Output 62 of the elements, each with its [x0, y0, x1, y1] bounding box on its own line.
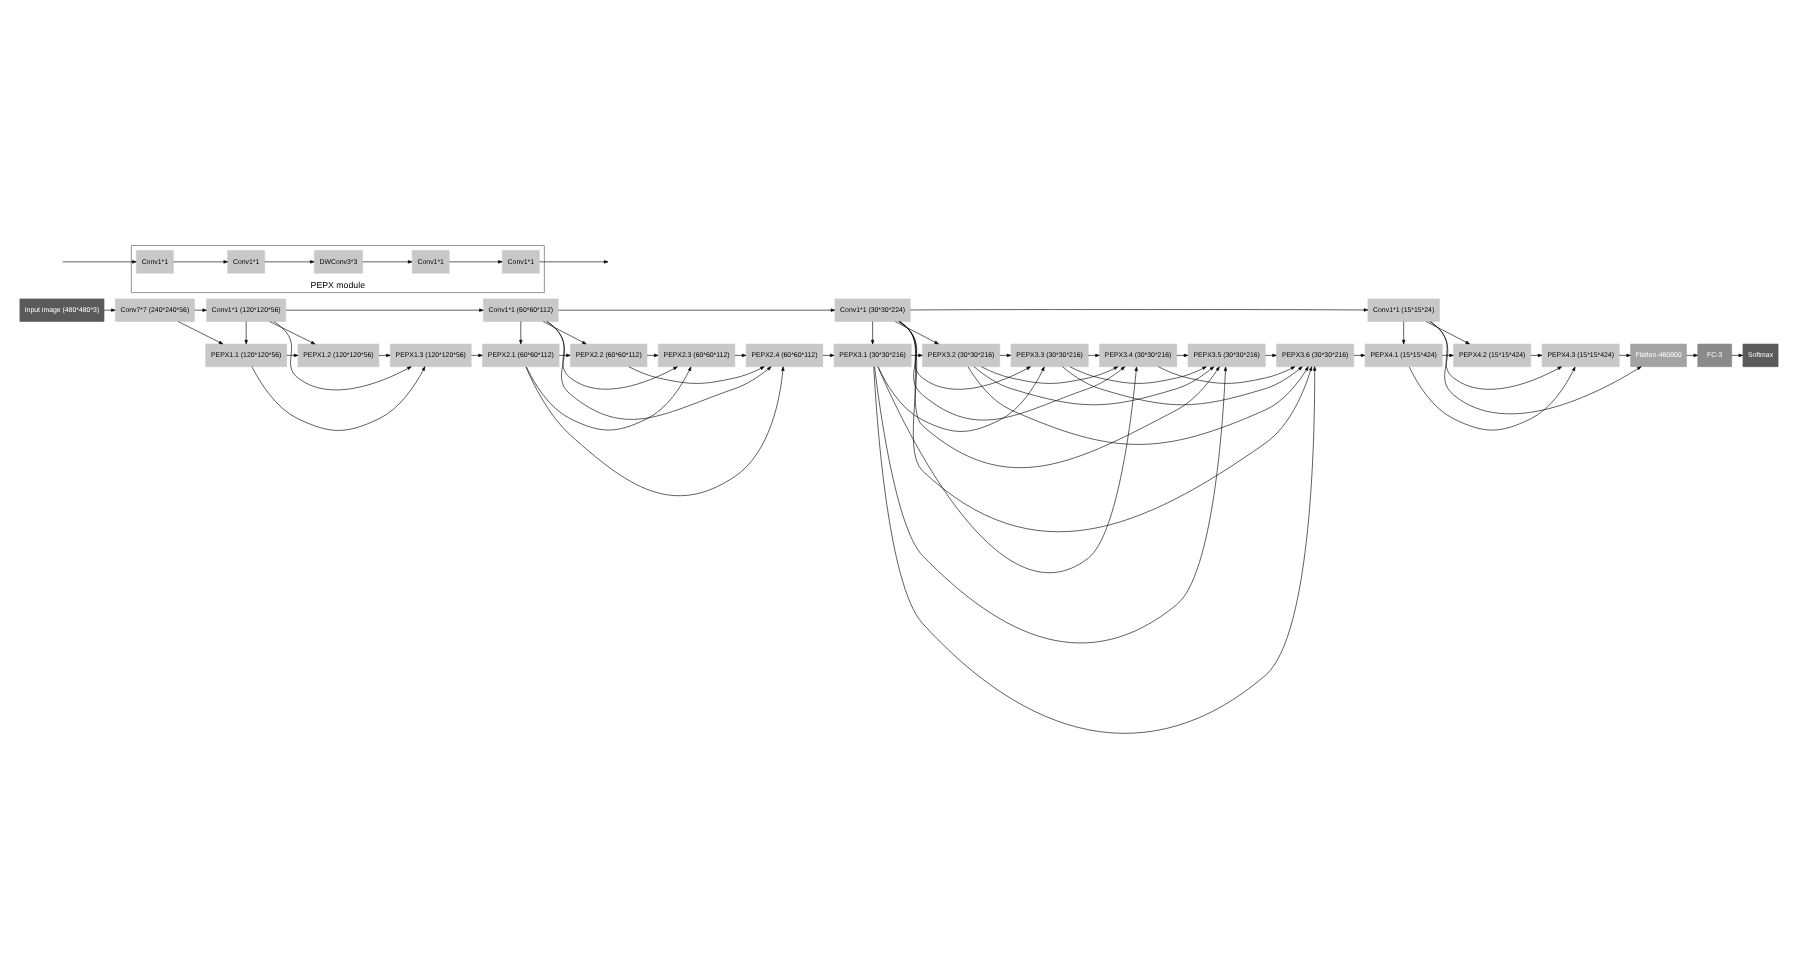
arrow: [873, 366, 1317, 734]
arrow: [877, 366, 1138, 573]
arrow: [546, 321, 678, 390]
arrow: [899, 321, 1313, 533]
arrow: [449, 260, 503, 264]
arrow: [1087, 353, 1100, 357]
arrow: [1402, 321, 1406, 345]
arrow: [1426, 321, 1470, 345]
arrow: [1408, 366, 1576, 431]
arrow: [1442, 353, 1454, 357]
arrow: [967, 366, 1309, 445]
arrow: [822, 353, 835, 357]
arrow: [973, 366, 1215, 406]
arrow: [874, 366, 1228, 643]
arrow: [910, 308, 1369, 312]
arrow: [471, 353, 483, 357]
arrow: [1731, 353, 1743, 357]
arrow: [177, 321, 224, 345]
arrow: [62, 260, 137, 264]
arrow: [244, 321, 248, 345]
arrow: [1686, 353, 1698, 357]
arrow: [264, 260, 315, 264]
arrow: [894, 321, 939, 345]
arrow: [1353, 353, 1366, 357]
arrow: [103, 308, 116, 312]
arrow: [1429, 321, 1562, 390]
arrow: [542, 321, 587, 345]
arrow: [539, 260, 609, 264]
arrow: [1069, 366, 1207, 384]
arrow: [269, 321, 316, 345]
arrow: [558, 353, 571, 357]
arrow: [871, 321, 875, 345]
arrow: [525, 366, 785, 496]
arrow: [646, 353, 659, 357]
arrow: [877, 366, 1045, 432]
arrow: [899, 321, 1220, 468]
arrow: [526, 366, 692, 431]
arrow: [1429, 321, 1642, 415]
arrow: [273, 321, 412, 391]
arrow: [286, 353, 299, 357]
arrow: [194, 308, 207, 312]
arrow: [999, 353, 1012, 357]
arrow: [1158, 366, 1296, 384]
arrow: [981, 366, 1119, 384]
arrow: [362, 260, 413, 264]
arrow: [734, 353, 747, 357]
arrow: [173, 260, 228, 264]
arrow: [1530, 353, 1543, 357]
arrow: [628, 366, 765, 384]
arrow: [251, 366, 426, 431]
arrow: [519, 321, 523, 345]
arrow: [1176, 353, 1189, 357]
arrow: [546, 321, 772, 420]
arrow: [557, 308, 836, 312]
arrow: [898, 321, 1031, 390]
arrow: [1062, 366, 1303, 406]
arrow: [910, 353, 923, 357]
arrow: [1619, 353, 1631, 357]
arrow: [285, 308, 484, 312]
arrow: [898, 321, 1126, 421]
arrow: [378, 353, 391, 357]
arrow: [1265, 353, 1277, 357]
